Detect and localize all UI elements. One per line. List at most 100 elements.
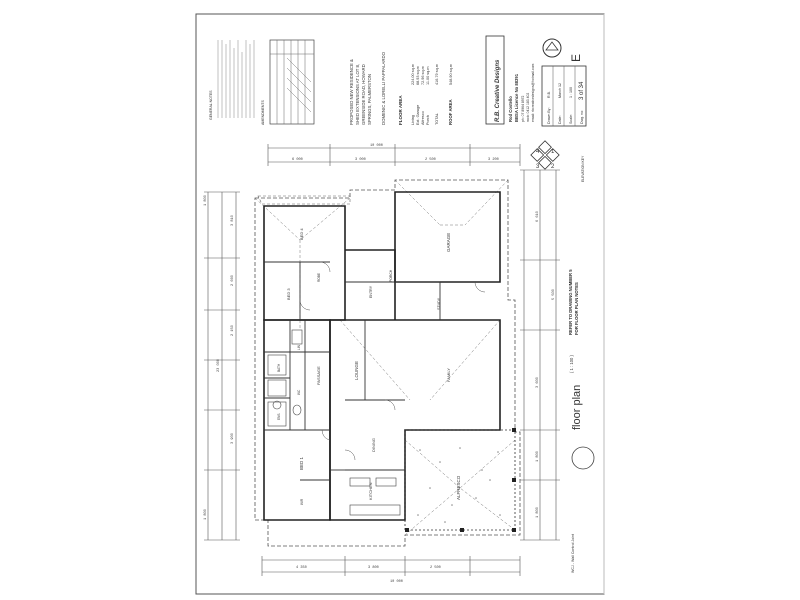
client-name: DOMENIC & LORELLI PAPPALARDO	[381, 51, 386, 125]
elevation-number: 2	[551, 164, 555, 170]
room-name: ALFRESCO	[456, 475, 461, 500]
fixtures	[267, 329, 401, 516]
mobile: mob: 0412 183 402	[526, 93, 530, 122]
roof-area-value: 548.90 sq.m	[449, 64, 453, 85]
area-value: 224.00 sq.m	[411, 64, 415, 85]
project-line-2: SHED EXTENSIONS AT LOT 8,	[355, 64, 360, 125]
scale-label: Scale:	[569, 114, 573, 124]
email: email: rbcreativedesigns@hotmail.com	[531, 64, 535, 122]
plan-scale: ( 1 : 100 )	[569, 354, 574, 373]
refer-note-line-1: REFER TO DRAWING NUMBER 5	[568, 269, 573, 335]
general-notes-heading: GENERAL NOTES	[209, 90, 213, 120]
drawing-number: 3 of 34	[579, 81, 585, 100]
area-label: Ext. Garage	[416, 105, 420, 125]
dim-left: 3 810	[231, 215, 235, 226]
room-name: LIN	[297, 344, 301, 350]
project-line-4: SPRINGS, PALMERSTON	[367, 74, 372, 125]
dim-bottom: 4 350	[296, 566, 307, 570]
project-line-1: PROPOSED NEW RESIDENCE &	[349, 59, 354, 125]
elevation-key: 4 1 3 2 ELEVATION KEY	[530, 140, 585, 182]
room-name: DINING	[371, 438, 376, 452]
room-name: BED 1	[299, 456, 304, 470]
date-label: Date:	[558, 115, 562, 124]
room-name: WIR	[300, 498, 304, 505]
elevation-key-label: ELEVATION KEY	[581, 155, 585, 182]
dim-right: 5 500	[552, 289, 556, 300]
dimension-labels: 10 000 6 000 3 000 2 500 3 200 10 000 4 …	[204, 144, 556, 584]
phone: ph: 07 8964 8972	[521, 95, 525, 122]
plan-title: floor plan	[571, 385, 583, 430]
dim-top: 6 000	[292, 158, 303, 162]
company-logo-mark	[542, 38, 562, 58]
dim-top: 2 500	[425, 158, 436, 162]
dim-left: 3 900	[231, 433, 235, 444]
general-notes-lines	[217, 40, 255, 118]
area-value: 68.93 sq.m	[416, 66, 420, 85]
dim-bottom: 2 500	[430, 566, 441, 570]
posts	[405, 428, 516, 532]
dim-right: 3 600	[536, 377, 540, 388]
amendments-hatch	[286, 57, 312, 113]
room-name: STUDY	[437, 297, 441, 310]
designer-details: Rod Costello BBSA Licence No 88391 ph: 0…	[508, 64, 535, 122]
dim-left: 2 150	[231, 325, 235, 336]
room-labels: BED 4 BED 3 ROBE LIN WC BATH ENS PASSAGE…	[277, 228, 461, 505]
room-name: ENTRY	[369, 285, 373, 298]
elevation-number: 1	[551, 149, 555, 155]
dim-left: 1 800	[204, 195, 208, 206]
alfresco-dots	[417, 447, 501, 523]
elevation-number: 3	[536, 164, 540, 170]
dim-left: 1 800	[204, 509, 208, 520]
dimension-lines	[204, 144, 560, 576]
revision-letter: E	[569, 54, 583, 62]
room-name: ROBE	[317, 273, 321, 282]
roof-area-label: ROOF AREA	[448, 99, 453, 125]
legend-wcj: WCJ - Wall Control Joint	[571, 534, 575, 573]
room-name: BED 4	[299, 228, 304, 240]
dim-bottom: 3 800	[368, 566, 379, 570]
elevation-number: 4	[536, 149, 540, 155]
room-name: LOUNGE	[354, 361, 359, 380]
refer-note-line-2: FOR FLOOR PLAN NOTES	[574, 282, 579, 335]
dim-top: 3 200	[488, 158, 499, 162]
date: March 12	[558, 83, 562, 98]
dim-top: 10 000	[370, 144, 383, 148]
room-name: FAMILY	[446, 368, 451, 382]
project-line-3: GREENSIDE ROAD, HOWARD	[361, 64, 366, 125]
scale: 1 : 100	[569, 87, 573, 98]
north-point	[571, 446, 595, 470]
dim-bottom: 10 000	[390, 580, 403, 584]
area-label: Alfresco	[421, 111, 425, 125]
dim-right: 1 800	[536, 451, 540, 462]
room-name: KITCHEN	[368, 482, 373, 500]
drawn-by: R.B.	[547, 91, 551, 98]
company-logo-box	[485, 35, 505, 125]
room-name: BATH	[277, 363, 281, 372]
room-name: PASSAGE	[316, 366, 321, 385]
title-block: GENERAL NOTES AMENDMENTS PROPOSED NEW RE…	[209, 35, 587, 127]
company-name: R.B. Creative Designs	[495, 59, 501, 122]
room-name: BED 3	[286, 288, 291, 300]
room-name: GARAGE	[446, 233, 451, 252]
floor-area-heading: FLOOR AREA	[398, 95, 403, 125]
dim-overall: 23 000	[217, 359, 221, 372]
area-value: 416.79 sq.m	[435, 64, 439, 85]
area-label: Living	[411, 115, 415, 125]
area-label: TOTAL	[435, 113, 439, 125]
internal-walls	[264, 261, 441, 481]
area-value: 72.96 sq.m	[421, 66, 425, 85]
licence-number: BBSA Licence No 88391	[514, 73, 519, 122]
designer-name: Rod Costello	[508, 96, 513, 122]
dim-left: 2 660	[231, 275, 235, 286]
amendments-heading: AMENDMENTS	[261, 99, 265, 125]
area-label: Porch	[426, 115, 430, 125]
floor-area-table: Living 224.00 sq.m Ext. Garage 68.93 sq.…	[411, 64, 439, 125]
area-value: 11.00 sq.m	[426, 66, 430, 85]
amendments-table	[269, 39, 315, 125]
dim-top: 3 000	[355, 158, 366, 162]
drawn-by-label: Drawn By:	[547, 107, 551, 124]
door-swings	[299, 261, 486, 461]
dwg-label: Dwg. no:	[580, 110, 584, 124]
